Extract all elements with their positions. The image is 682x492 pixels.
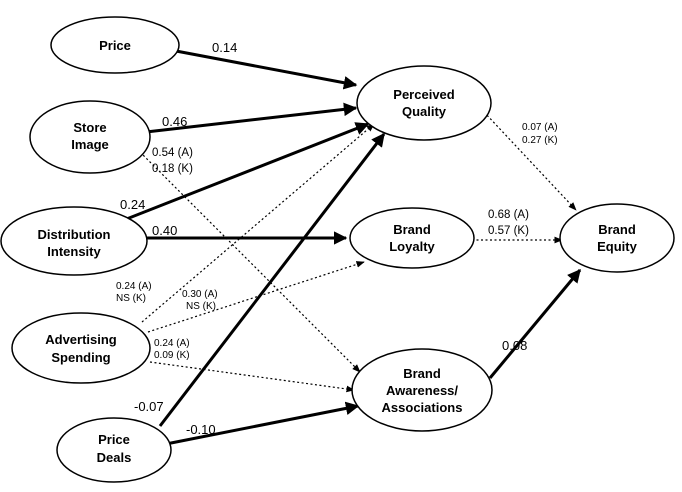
node-perceived-quality: Perceived Quality [356,65,492,141]
node-advertising-spending: Advertising Spending [11,312,151,384]
coef-distribution-intensity-perceived-quality: 0.24 [120,197,145,212]
coef-perceived-quality-brand-equity-k: 0.27 (K) [522,135,558,146]
path-advertising-spending-to-brand-loyalty [147,261,365,333]
path-price-deals-to-brand-awareness [165,401,360,446]
coef-store-image-perceived-quality: 0.46 [162,114,187,129]
node-perceived-quality-label-line1: Perceived [393,87,454,102]
node-brand-awareness: Brand Awareness/ Associations [351,348,493,432]
coef-advertising-spending-brand-loyalty-a: 0.30 (A) [182,289,218,300]
node-advertising-spending-label-line1: Advertising [45,332,117,347]
path-store-image-to-perceived-quality [145,102,358,134]
node-distribution-intensity-label-line2: Intensity [47,244,101,259]
node-price-deals: Price Deals [56,417,172,483]
node-brand-awareness-label-line3: Associations [382,400,463,415]
path-brand-awareness-to-brand-equity [488,268,582,379]
node-store-image-label-line1: Store [73,120,106,135]
coef-advertising-spending-perceived-quality-k: NS (K) [116,293,146,304]
path-advertising-spending-to-perceived-quality [141,123,375,323]
path-price-to-perceived-quality [175,49,358,90]
path-coefficients: 0.14 0.46 0.54 (A) 0.18 (K) 0.24 0.40 0.… [116,40,558,437]
node-price-deals-label-line1: Price [98,432,130,447]
node-price: Price [50,16,180,74]
node-advertising-spending-label-line2: Spending [51,350,110,365]
coef-price-deals-perceived-quality: -0.07 [134,399,164,414]
path-price-deals-to-perceived-quality [158,132,386,427]
node-brand-equity-label-line1: Brand [598,222,636,237]
node-brand-equity: Brand Equity [559,203,675,273]
coef-store-image-brand-awareness-k: 0.18 (K) [152,163,193,175]
node-brand-loyalty-label-line2: Loyalty [389,239,435,254]
node-price-label: Price [99,38,131,53]
coef-advertising-spending-brand-loyalty-k: NS (K) [186,301,216,312]
node-distribution-intensity-label-line1: Distribution [38,227,111,242]
node-brand-loyalty-label-line1: Brand [393,222,431,237]
coef-distribution-intensity-brand-loyalty: 0.40 [152,223,177,238]
node-distribution-intensity: Distribution Intensity [0,206,148,276]
coef-brand-loyalty-brand-equity-a: 0.68 (A) [488,209,529,221]
node-perceived-quality-label-line2: Quality [402,104,447,119]
coef-store-image-brand-awareness-a: 0.54 (A) [152,147,193,159]
coef-brand-awareness-brand-equity: 0.08 [502,338,527,353]
coef-advertising-spending-brand-awareness-k: 0.09 (K) [154,350,190,361]
coef-brand-loyalty-brand-equity-k: 0.57 (K) [488,225,529,237]
coef-advertising-spending-brand-awareness-a: 0.24 (A) [154,338,190,349]
node-brand-equity-label-line2: Equity [597,239,637,254]
coef-price-perceived-quality: 0.14 [212,40,237,55]
path-distribution-intensity-to-perceived-quality [123,122,370,222]
node-price-deals-label-line2: Deals [97,450,132,465]
node-store-image-label-line2: Image [71,137,109,152]
path-advertising-spending-to-brand-awareness [149,361,355,393]
coef-advertising-spending-perceived-quality-a: 0.24 (A) [116,281,152,292]
node-store-image: Store Image [29,100,151,174]
node-brand-awareness-label-line1: Brand [403,366,441,381]
node-brand-awareness-label-line2: Awareness/ [386,383,458,398]
path-lines [123,49,582,446]
coef-perceived-quality-brand-equity-a: 0.07 (A) [522,122,558,133]
coef-price-deals-brand-awareness: -0.10 [186,422,216,437]
node-brand-loyalty: Brand Loyalty [349,207,475,269]
